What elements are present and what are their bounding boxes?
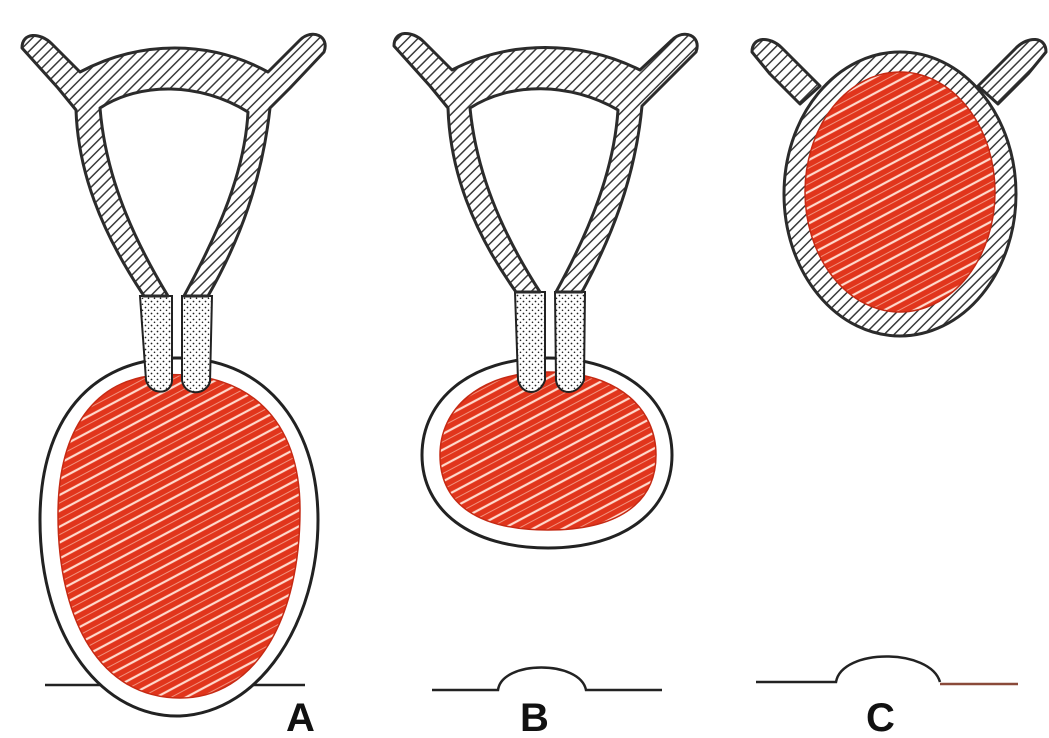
stipple-stem-b: [515, 292, 545, 392]
red-mass-c: [805, 72, 995, 312]
panel-label-a: A: [286, 696, 315, 738]
panel-c: C: [752, 39, 1046, 738]
red-mass-a: [58, 375, 300, 698]
red-mass-b: [440, 372, 656, 530]
hatched-cup-a: [22, 34, 325, 296]
hatched-cup-b: [394, 33, 697, 292]
panel-label-b: B: [520, 696, 549, 738]
surface-line-b: [432, 668, 662, 691]
panel-b: B: [394, 33, 697, 738]
panel-label-c: C: [866, 696, 895, 738]
surface-line-c: [756, 657, 940, 683]
panel-a: A: [22, 34, 325, 738]
hatched-horns-c: [752, 39, 820, 104]
